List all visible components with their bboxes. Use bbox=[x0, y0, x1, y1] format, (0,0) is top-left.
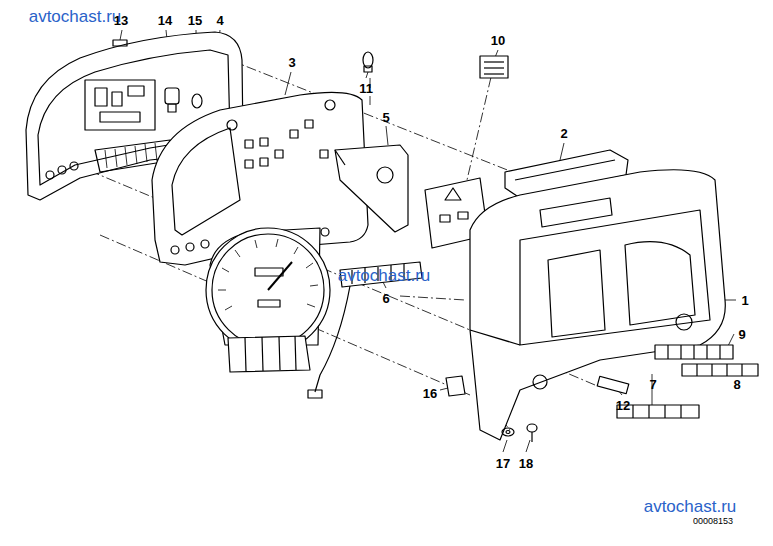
watermark: avtochast.ru bbox=[644, 498, 737, 515]
callout-number: 13 bbox=[114, 14, 128, 27]
callout-number: 18 bbox=[519, 457, 533, 470]
socket-part bbox=[480, 56, 508, 78]
fasteners bbox=[446, 376, 537, 442]
callout-number: 11 bbox=[359, 82, 373, 95]
drawing-number: 00008153 bbox=[693, 517, 733, 526]
indicator-strips bbox=[597, 345, 758, 418]
callout-number: 12 bbox=[616, 399, 630, 412]
callout-number: 2 bbox=[560, 127, 567, 140]
watermark: avtochast.ru bbox=[29, 8, 122, 25]
callout-number: 10 bbox=[491, 34, 505, 47]
callout-number: 5 bbox=[382, 111, 389, 124]
callout-number: 17 bbox=[496, 457, 510, 470]
callout-number: 8 bbox=[733, 378, 740, 391]
watermark: avtochast.ru bbox=[338, 267, 431, 284]
callout-number: 4 bbox=[216, 14, 223, 27]
callout-number: 9 bbox=[738, 328, 745, 341]
front-bezel bbox=[470, 170, 725, 440]
bracket bbox=[335, 145, 408, 232]
callout-number: 3 bbox=[288, 56, 295, 69]
callout-number: 15 bbox=[188, 14, 202, 27]
speedometer bbox=[206, 228, 330, 372]
callout-number: 1 bbox=[741, 294, 748, 307]
callout-number: 14 bbox=[158, 14, 172, 27]
callout-number: 7 bbox=[649, 378, 656, 391]
callout-number: 16 bbox=[423, 387, 437, 400]
callout-number: 6 bbox=[382, 292, 389, 305]
bulb bbox=[363, 52, 373, 72]
